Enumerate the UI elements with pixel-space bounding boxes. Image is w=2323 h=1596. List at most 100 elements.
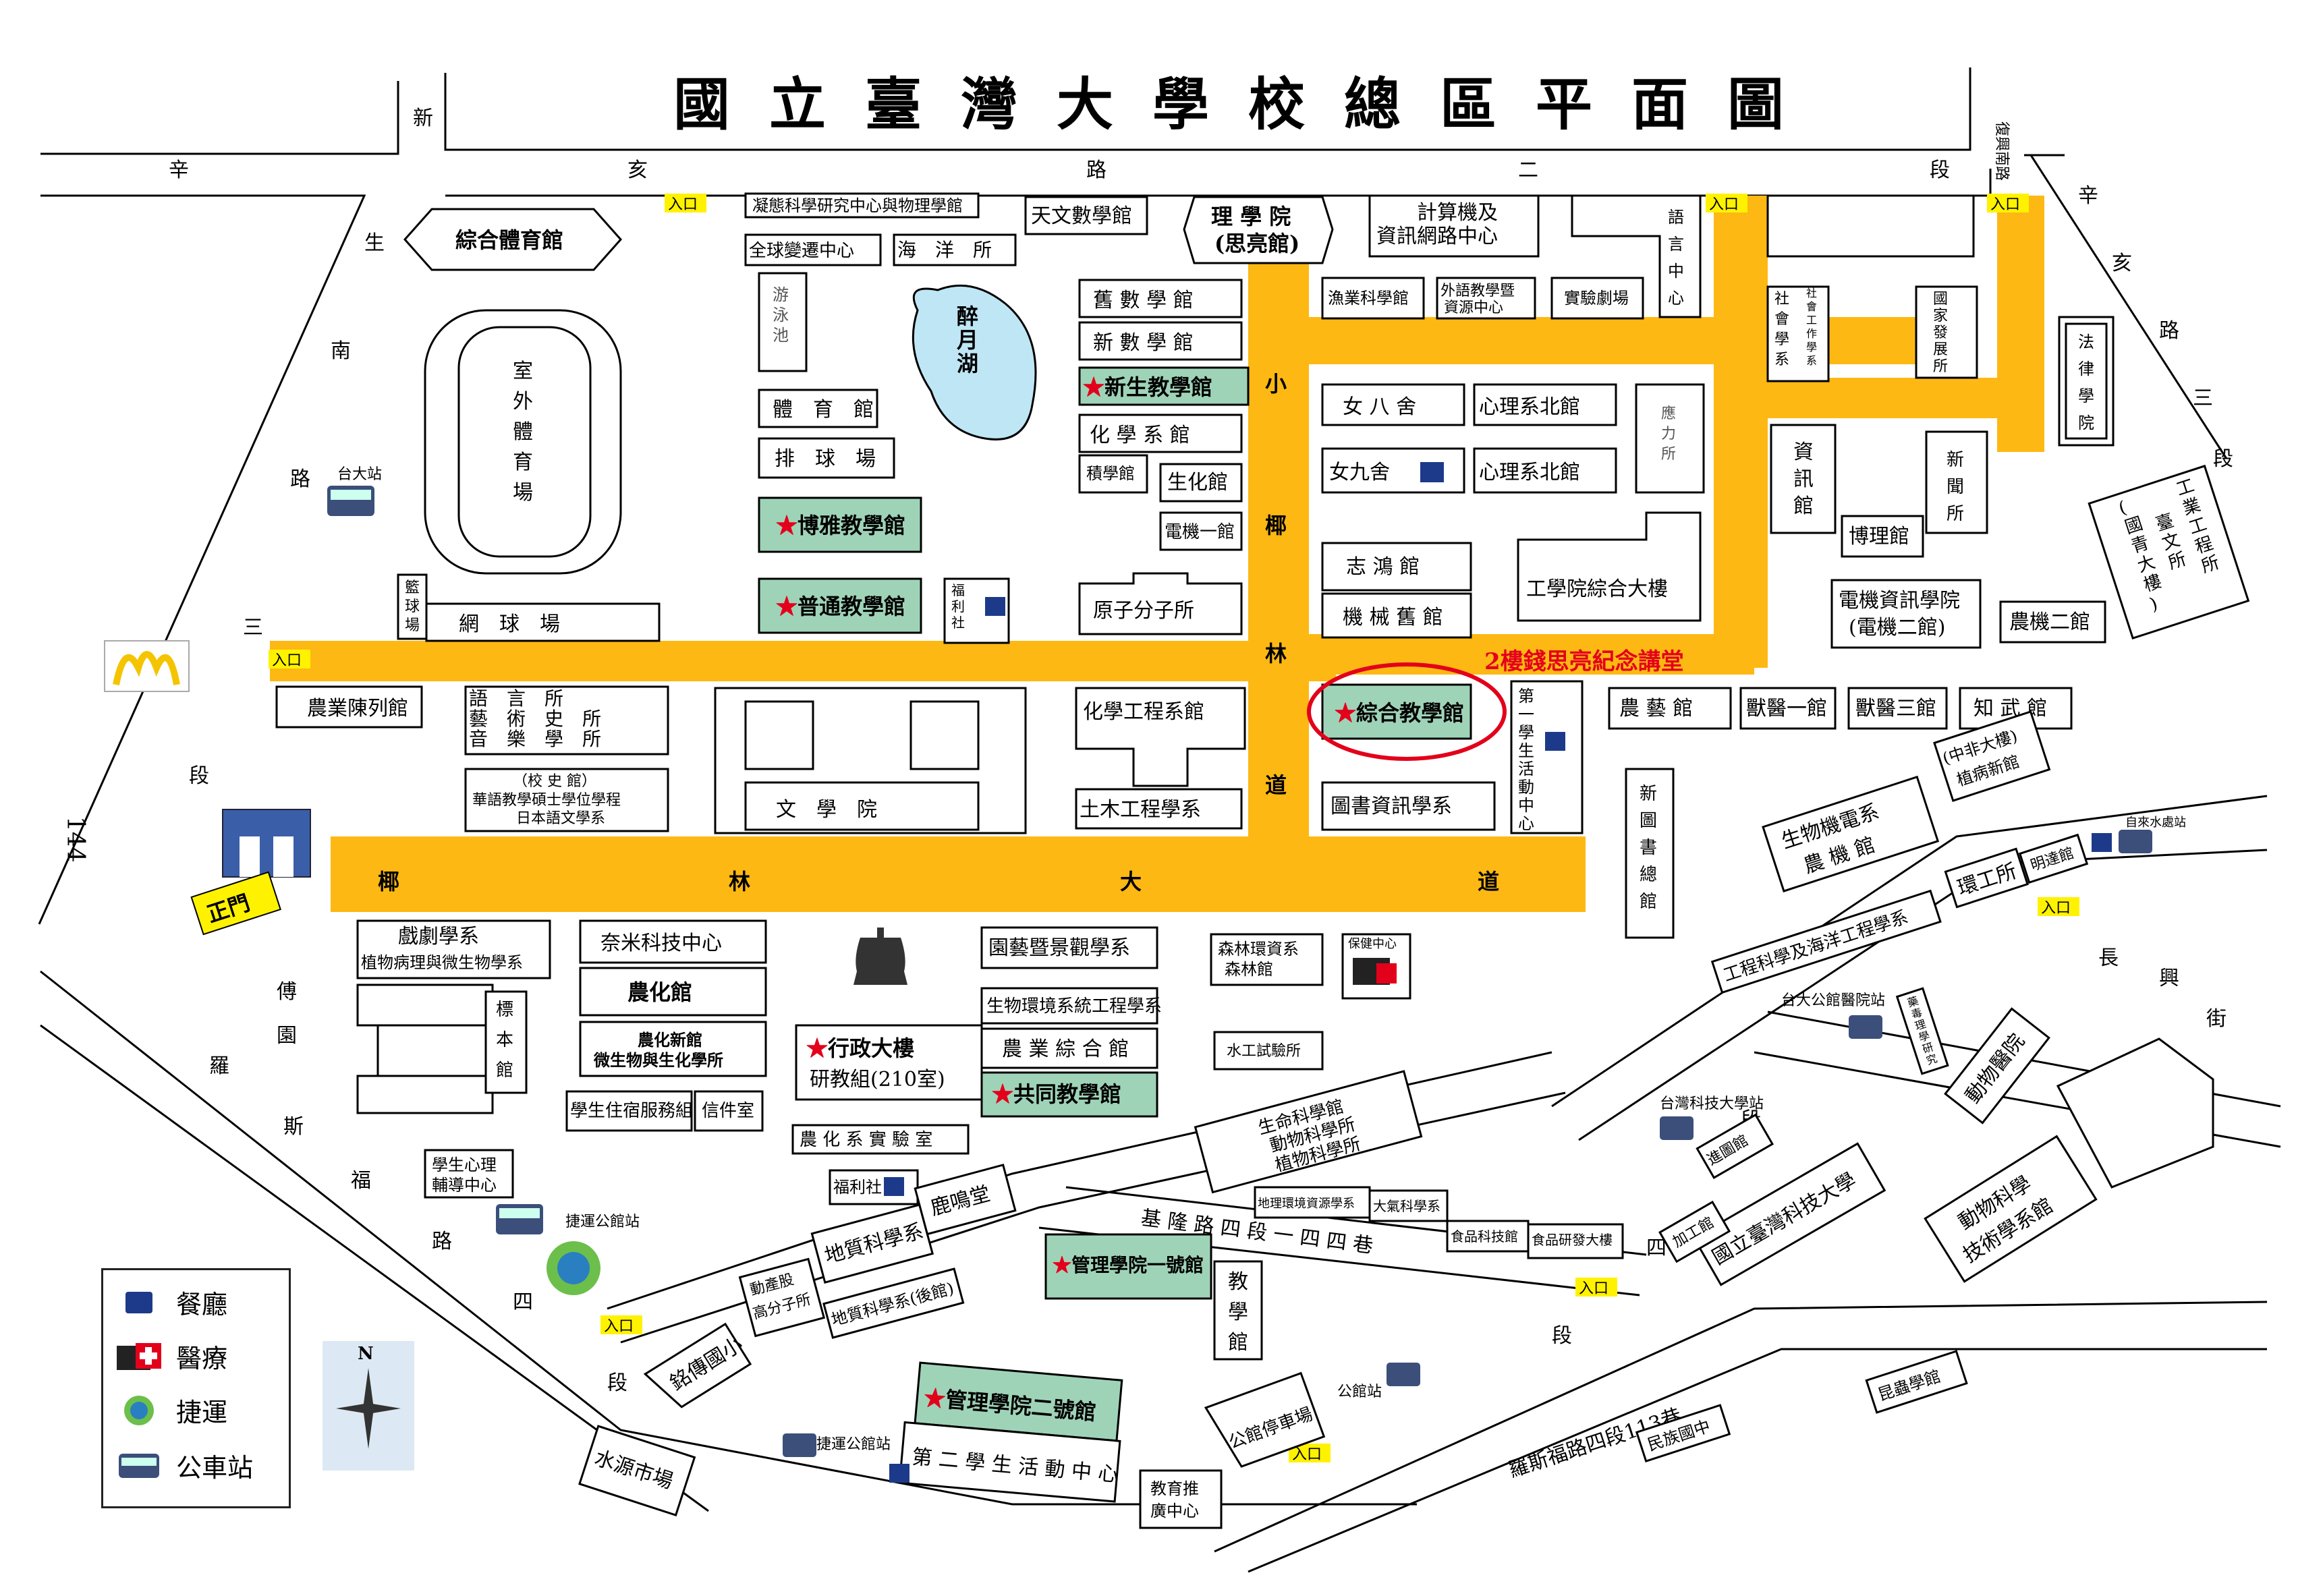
- svg-text:學生心理: 學生心理: [432, 1156, 497, 1174]
- svg-text:社: 社: [1774, 291, 1789, 308]
- metro-icon: [115, 1394, 163, 1427]
- svg-text:新: 新: [1640, 784, 1657, 804]
- svg-text:道: 道: [1478, 869, 1499, 894]
- svg-text:動: 動: [1518, 778, 1534, 797]
- svg-text:聞: 聞: [1947, 477, 1964, 497]
- svg-text:漁業科學館: 漁業科學館: [1328, 289, 1409, 308]
- west-buildings: 綜合體育館 室 外 體 育 場 籃 球 場 網 球 場 農業陳列館 語 言 所 …: [275, 208, 1027, 834]
- svg-text:律: 律: [2078, 360, 2094, 378]
- svg-text:森林館: 森林館: [1225, 960, 1273, 979]
- svg-text:社: 社: [951, 615, 965, 631]
- svg-text:捷運公館站: 捷運公館站: [565, 1214, 640, 1230]
- svg-text:院: 院: [2078, 414, 2094, 432]
- mcdonalds-logo-icon: [104, 640, 190, 692]
- svg-text:體 育 館: 體 育 館: [773, 398, 874, 422]
- svg-text:圖書資訊學系: 圖書資訊學系: [1331, 795, 1452, 818]
- bus-icon: [115, 1450, 163, 1482]
- entrance-marker: 入口: [1987, 194, 2029, 213]
- svg-text:外: 外: [513, 390, 533, 414]
- svg-text:椰: 椰: [1265, 513, 1287, 538]
- legend-item: 捷運: [115, 1392, 227, 1429]
- svg-text:辛: 辛: [2078, 184, 2098, 208]
- svg-text:室: 室: [513, 360, 533, 383]
- svg-text:★共同教學館: ★共同教學館: [992, 1081, 1121, 1107]
- svg-text:心: 心: [1668, 289, 1684, 308]
- svg-text:會: 會: [1774, 311, 1789, 328]
- svg-text:館: 館: [1640, 892, 1657, 912]
- svg-text:社: 社: [1806, 287, 1817, 300]
- restaurant-icon: [115, 1286, 163, 1319]
- svg-text:亥: 亥: [2112, 252, 2132, 275]
- svg-text:會: 會: [1806, 300, 1817, 313]
- svg-text:植物病理與微生物學系: 植物病理與微生物學系: [361, 953, 523, 972]
- svg-text:農 藝 館: 農 藝 館: [1619, 697, 1693, 720]
- svg-text:戲劇學系: 戲劇學系: [398, 925, 479, 948]
- center-east-buildings: 計算機及 資訊網路中心 漁業科學館 外語教學暨 資源中心 實驗劇場 語 言 中 …: [1307, 194, 1705, 834]
- svg-text:所: 所: [1661, 446, 1676, 463]
- svg-text:綜合體育館: 綜合體育館: [455, 227, 563, 253]
- entrance-marker: 入口: [600, 1315, 642, 1335]
- svg-text:館: 館: [496, 1060, 513, 1081]
- svg-text:館: 館: [1793, 494, 1814, 518]
- svg-text:研教組(210室): 研教組(210室): [810, 1068, 945, 1091]
- svg-text:場: 場: [513, 481, 533, 505]
- south-buildings: 戲劇學系 植物病理與微生物學系 標 本 館 奈米科技中心 農化館 農化新館 微生…: [337, 466, 1968, 1529]
- legend-label: 捷運: [176, 1398, 228, 1427]
- svg-text:電機資訊學院: 電機資訊學院: [1839, 589, 1960, 612]
- svg-text:所: 所: [1933, 358, 1948, 375]
- svg-text:藝 術 史 所: 藝 術 史 所: [469, 708, 601, 730]
- svg-text:★博雅教學館: ★博雅教學館: [776, 513, 905, 538]
- svg-text:資訊網路中心: 資訊網路中心: [1376, 225, 1498, 248]
- svg-text:四: 四: [1646, 1236, 1667, 1260]
- svg-text:農 業 綜 合 館: 農 業 綜 合 館: [1002, 1037, 1129, 1061]
- svg-text:作: 作: [1806, 327, 1817, 340]
- svg-text:學: 學: [1518, 723, 1534, 742]
- svg-text:福: 福: [951, 582, 965, 598]
- entrance-marker: 入口: [269, 650, 310, 669]
- svg-text:二: 二: [1518, 159, 1538, 182]
- svg-text:自來水處站: 自來水處站: [2125, 816, 2186, 830]
- svg-text:捷運公館站: 捷運公館站: [816, 1436, 891, 1453]
- svg-text:大: 大: [1120, 869, 1142, 894]
- svg-text:段: 段: [1930, 159, 1950, 182]
- svg-text:大氣科學系: 大氣科學系: [1373, 1198, 1440, 1214]
- svg-text:資源中心: 資源中心: [1444, 300, 1503, 316]
- legend-label: 餐廳: [176, 1290, 228, 1319]
- svg-text:家: 家: [1933, 308, 1948, 324]
- svg-text:訊: 訊: [1793, 467, 1814, 491]
- north-buildings: 凝態科學研究中心與物理學館 全球變遷中心 海 洋 所 游 泳 池 醉 月 湖 體…: [744, 192, 1334, 830]
- svg-text:華語教學碩士學位學程: 華語教學碩士學位學程: [472, 792, 621, 809]
- svg-text:全球變遷中心: 全球變遷中心: [749, 241, 854, 261]
- svg-text:三: 三: [243, 616, 263, 639]
- svg-text:入口: 入口: [1579, 1280, 1608, 1297]
- svg-text:★行政大樓: ★行政大樓: [806, 1035, 914, 1061]
- entrance-marker: 入口: [1706, 194, 1747, 213]
- svg-text:(思亮館): (思亮館): [1214, 231, 1299, 256]
- svg-text:新: 新: [1947, 450, 1964, 470]
- svg-text:理: 理: [1913, 1017, 1928, 1033]
- svg-text:排 球 場: 排 球 場: [775, 447, 876, 471]
- svg-text:志 鴻 館: 志 鴻 館: [1346, 555, 1420, 579]
- svg-text:★普通教學館: ★普通教學館: [776, 594, 905, 619]
- svg-text:辛: 辛: [169, 159, 189, 182]
- svg-text:文 學 院: 文 學 院: [776, 798, 877, 822]
- svg-text:書: 書: [1640, 838, 1657, 858]
- svg-text:體: 體: [513, 420, 533, 444]
- svg-text:園: 園: [277, 1024, 297, 1048]
- svg-text:公館站: 公館站: [1337, 1384, 1382, 1400]
- svg-text:路: 路: [432, 1230, 452, 1253]
- svg-text:食品研發大樓: 食品研發大樓: [1532, 1232, 1613, 1248]
- svg-text:外語教學暨: 外語教學暨: [1440, 283, 1515, 300]
- svg-text:長: 長: [2098, 946, 2119, 970]
- svg-text:圖: 圖: [1640, 811, 1657, 831]
- entrances: 入口 入口 入口 入口 入口 入口 入口 入口: [269, 194, 2079, 1463]
- svg-text:工程科學及海洋工程學系: 工程科學及海洋工程學系: [1721, 907, 1911, 986]
- svg-text:保健中心: 保健中心: [1348, 937, 1397, 951]
- svg-text:農化館: 農化館: [627, 979, 692, 1005]
- svg-text:生化館: 生化館: [1167, 471, 1228, 494]
- svg-text:生物環境系統工程學系: 生物環境系統工程學系: [986, 996, 1162, 1017]
- svg-text:入口: 入口: [1292, 1446, 1322, 1463]
- svg-text:應: 應: [1661, 405, 1676, 422]
- compass-north-label: N: [358, 1344, 374, 1364]
- svg-text:發: 發: [1933, 324, 1948, 341]
